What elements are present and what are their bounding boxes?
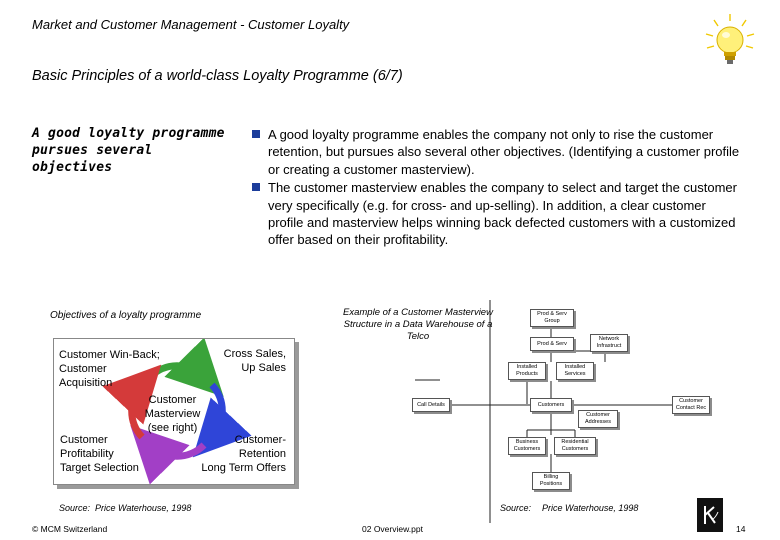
bullet-square-icon	[252, 183, 260, 192]
node-billing-positions: Billing Positions	[532, 472, 570, 490]
footer-copyright: © MCM Switzerland	[32, 524, 108, 534]
footer-file: 02 Overview.ppt	[362, 524, 423, 534]
bullet-list: A good loyalty programme enables the com…	[252, 126, 742, 250]
cycle-arrows-icon	[102, 339, 252, 484]
objective-profitability: Customer Profitability Target Selection	[60, 433, 139, 475]
bullet-square-icon	[252, 130, 260, 138]
source-label-left: Source:	[59, 503, 91, 513]
node-network-infrastruct: Network Infrastruct	[590, 334, 628, 352]
bullet-text: A good loyalty programme enables the com…	[268, 127, 740, 177]
objectives-title: Objectives of a loyalty programme	[50, 310, 202, 321]
objective-retention: Customer- Retention Long Term Offers	[201, 433, 286, 475]
node-customer-contact-rec: Customer Contact Rec	[672, 396, 710, 414]
source-value-right: Price Waterhouse, 1998	[542, 503, 639, 513]
objective-line: Customer	[148, 394, 197, 406]
objective-line: Customer	[59, 363, 107, 375]
objective-line: Up Sales	[241, 362, 286, 374]
node-residential-customers: Residential Customers	[554, 437, 596, 455]
objective-line: Acquisition	[59, 377, 113, 389]
objectives-box: Customer Win-Back; Customer Acquisition …	[53, 338, 295, 485]
source-label-right: Source:	[500, 503, 532, 513]
objective-line: Customer	[60, 434, 108, 446]
node-call-details: Call Details	[412, 398, 450, 412]
objective-line: Customer Win-Back;	[59, 349, 160, 361]
objective-line: Masterview	[144, 408, 201, 420]
node-installed-products: Installed Products	[508, 362, 546, 380]
bullet-item: A good loyalty programme enables the com…	[252, 126, 742, 178]
objective-win-back: Customer Win-Back; Customer Acquisition	[59, 348, 160, 390]
objective-line: Long Term Offers	[201, 462, 286, 474]
example-title: Example of a Customer Masterview Structu…	[343, 307, 493, 342]
node-business-customers: Business Customers	[508, 437, 546, 455]
lead-statement: A good loyalty programme pursues several…	[32, 126, 225, 175]
node-installed-services: Installed Services	[556, 362, 594, 380]
header-title: Market and Customer Management - Custome…	[32, 17, 350, 32]
objective-line: Cross Sales,	[223, 348, 286, 360]
node-prod-serv: Prod & Serv	[530, 337, 574, 351]
page-number: 14	[736, 524, 746, 534]
node-prod-serv-group: Prod & Serv Group	[530, 309, 574, 327]
node-customer-addresses: Customer Addresses	[578, 410, 618, 428]
bullet-text: The customer masterview enables the comp…	[268, 180, 737, 248]
objective-line: Profitability	[60, 448, 114, 460]
company-logo-icon	[697, 498, 723, 532]
source-value-left: Price Waterhouse, 1998	[95, 503, 192, 513]
objective-line: Retention	[238, 448, 286, 460]
node-customers: Customers	[530, 398, 572, 412]
bullet-item: The customer masterview enables the comp…	[252, 179, 742, 249]
lightbulb-icon	[700, 12, 760, 77]
page-subtitle: Basic Principles of a world-class Loyalt…	[32, 68, 403, 84]
objective-line: Customer-	[234, 434, 286, 446]
objective-cross-sales: Cross Sales, Up Sales	[224, 347, 286, 375]
objective-line: (see right)	[147, 422, 198, 434]
objective-masterview: Customer Masterview (see right)	[134, 393, 211, 435]
objective-line: Target Selection	[60, 462, 139, 474]
